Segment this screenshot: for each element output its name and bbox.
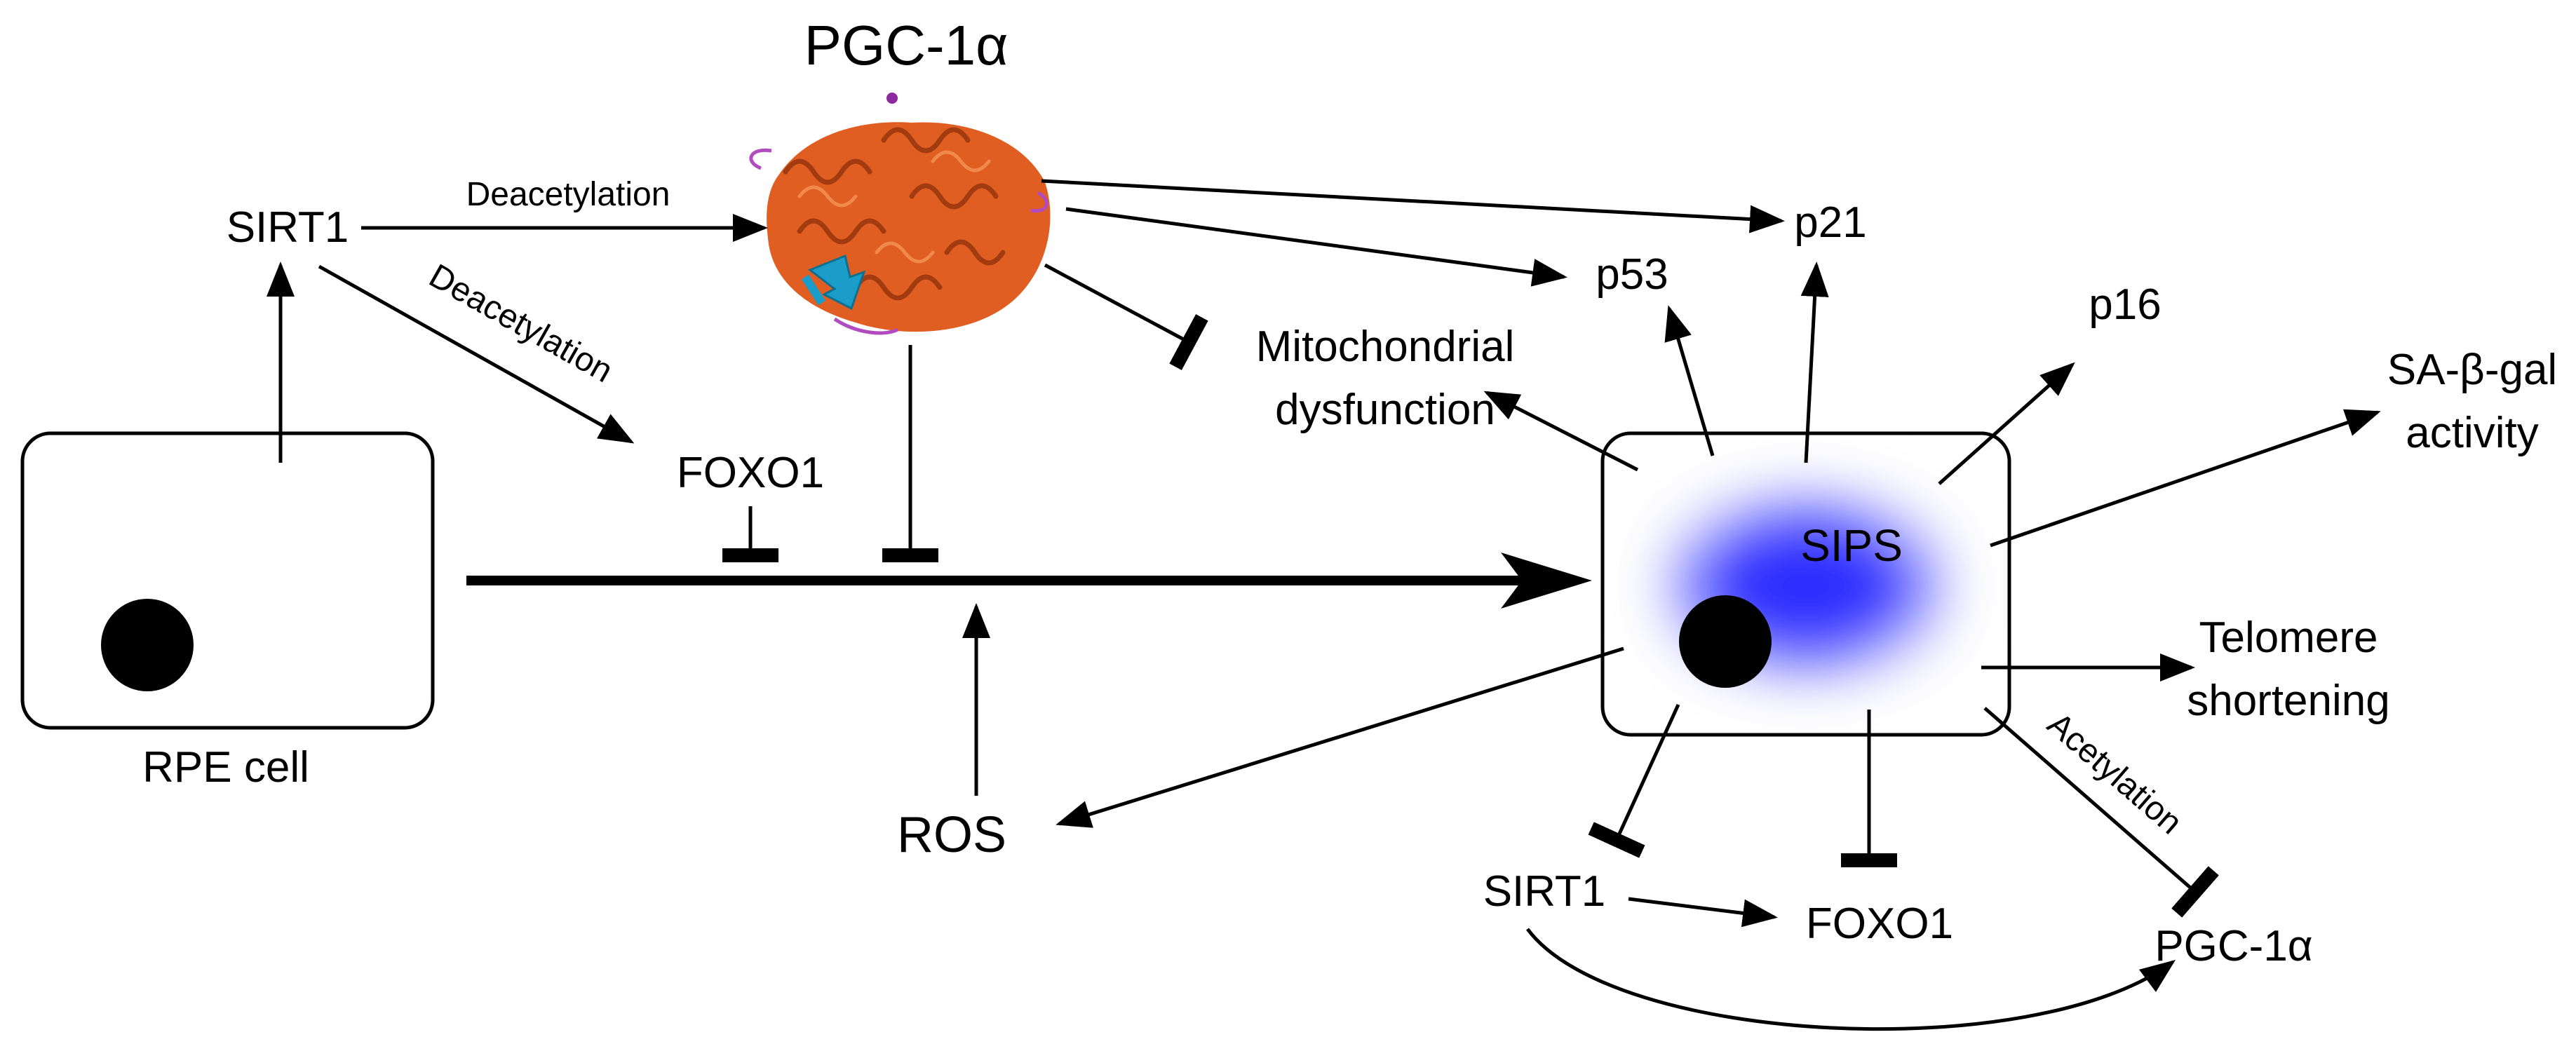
sa-gal-label-line2: activity — [2406, 409, 2538, 457]
sirt1-top-label: SIRT1 — [227, 203, 349, 252]
pgc-inhibits-mito — [1044, 263, 1208, 370]
sips-inhibits-pgc — [1983, 707, 2219, 918]
sips-label: SIPS — [1800, 520, 1903, 571]
sips-to-sagal-arrow — [1990, 409, 2381, 548]
p53-label: p53 — [1596, 250, 1668, 299]
ros-label: ROS — [897, 807, 1006, 863]
rpe-cell — [20, 431, 435, 730]
pgc-to-p53-arrow — [1065, 207, 1567, 287]
sips-cell — [1600, 431, 2011, 737]
protein-structure-image — [749, 93, 1051, 335]
telomere-label-line2: shortening — [2187, 677, 2390, 725]
mito-label-line1: Mitochondrial — [1256, 323, 1515, 371]
sips-to-p16-arrow — [1938, 362, 2075, 485]
main-arrowhead — [1501, 552, 1592, 609]
telomere-label-line1: Telomere — [2199, 613, 2378, 662]
sips-to-mito-arrow — [1483, 391, 1639, 472]
foxo1-bottom-label: FOXO1 — [1806, 900, 1953, 948]
sirt1-to-foxo1-arrow — [318, 264, 635, 444]
rpe-nucleus — [101, 599, 194, 691]
sa-gal-label-line1: SA-β-gal — [2387, 346, 2557, 394]
sirt1-bottom-label: SIRT1 — [1483, 867, 1606, 916]
pgc-to-p21-arrow — [1041, 179, 1785, 233]
sips-nucleus — [1679, 595, 1772, 688]
sirt1-to-pgc-bottom-arrow — [1525, 928, 2176, 1031]
mito-label-line2: dysfunction — [1275, 386, 1495, 434]
sirt1-to-foxo1-bottom-arrow — [1628, 897, 1778, 928]
deacetylation-foxo-label: Deacetylation — [423, 257, 619, 390]
deacetylation-pgc-label: Deacetylation — [466, 176, 670, 213]
foxo1-top-label: FOXO1 — [677, 449, 824, 497]
p16-label: p16 — [2089, 280, 2161, 329]
p21-label: p21 — [1794, 198, 1866, 247]
sips-to-p21-arrow — [1800, 262, 1829, 463]
diagram-title: PGC-1α — [804, 14, 1009, 76]
pgc-bottom-label: PGC-1α — [2154, 922, 2312, 970]
rpe-cell-label: RPE cell — [142, 743, 309, 792]
sips-inhibits-sirt1 — [1588, 703, 1680, 858]
sips-to-ros-arrow — [1056, 646, 1624, 828]
sips-to-p53-arrow — [1664, 305, 1715, 456]
